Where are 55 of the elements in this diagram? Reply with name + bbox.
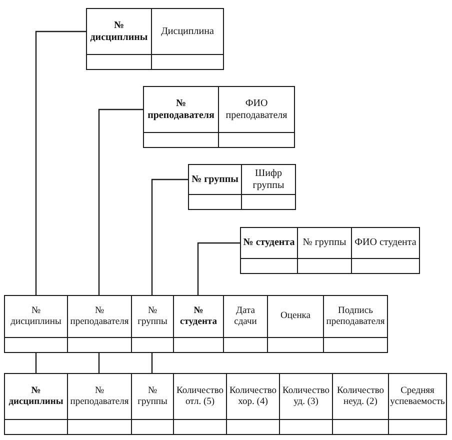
field-column	[351, 228, 419, 273]
field-name: № преподавателя	[146, 98, 216, 121]
field-name: № дисциплины	[89, 20, 149, 43]
field-name: № дисциплины	[8, 386, 64, 408]
table-frame	[240, 227, 420, 274]
field-name: Оценка	[280, 311, 310, 322]
field-column	[131, 296, 173, 352]
connector-line	[35, 30, 87, 296]
field-column	[151, 9, 223, 69]
field-name: Количество хор. (4)	[229, 386, 277, 408]
connector-line	[98, 108, 144, 296]
field-column	[297, 228, 351, 273]
field-name: Средняя успеваемость	[390, 386, 445, 408]
field-column	[267, 296, 323, 352]
connector-line	[35, 352, 37, 374]
field-name: Шифр группы	[252, 168, 286, 191]
field-name: Дата сдачи	[233, 306, 258, 328]
field-column	[279, 374, 332, 434]
connector-line	[151, 178, 189, 296]
field-name: ФИО преподавателя	[224, 98, 288, 121]
field-column	[241, 165, 295, 209]
field-name: № студента	[179, 306, 218, 328]
field-column	[323, 296, 387, 352]
field-name: № группы	[192, 174, 238, 186]
field-column	[388, 374, 446, 434]
field-column	[67, 296, 131, 352]
table-frame	[4, 295, 388, 353]
field-name: Количество неуд. (2)	[336, 386, 386, 408]
field-column	[226, 374, 279, 434]
field-name: Дисциплина	[161, 26, 214, 38]
field-name: № дисциплины	[10, 306, 62, 328]
connector-line	[98, 352, 100, 374]
field-column	[131, 374, 173, 434]
field-column	[173, 296, 223, 352]
field-column	[332, 374, 388, 434]
field-name: № преподавателя	[70, 386, 129, 408]
field-name: ФИО студента	[354, 237, 416, 249]
field-column	[218, 87, 294, 147]
field-name: № студента	[243, 237, 295, 249]
field-name: № группы	[136, 386, 168, 408]
field-name: Подпись преподавателя	[326, 306, 385, 328]
table-frame	[86, 8, 224, 70]
field-name: № группы	[136, 306, 168, 328]
field-name: № группы	[302, 237, 346, 249]
field-name: № преподавателя	[70, 306, 129, 328]
table-frame	[4, 373, 447, 435]
field-name: Количество уд. (3)	[282, 386, 330, 408]
connector-line	[197, 242, 241, 296]
field-column	[223, 296, 267, 352]
connector-line	[151, 352, 153, 374]
field-name: Количество отл. (5)	[176, 386, 224, 408]
table-frame	[143, 86, 295, 148]
field-column	[173, 374, 226, 434]
field-column	[67, 374, 131, 434]
table-frame	[188, 164, 296, 210]
